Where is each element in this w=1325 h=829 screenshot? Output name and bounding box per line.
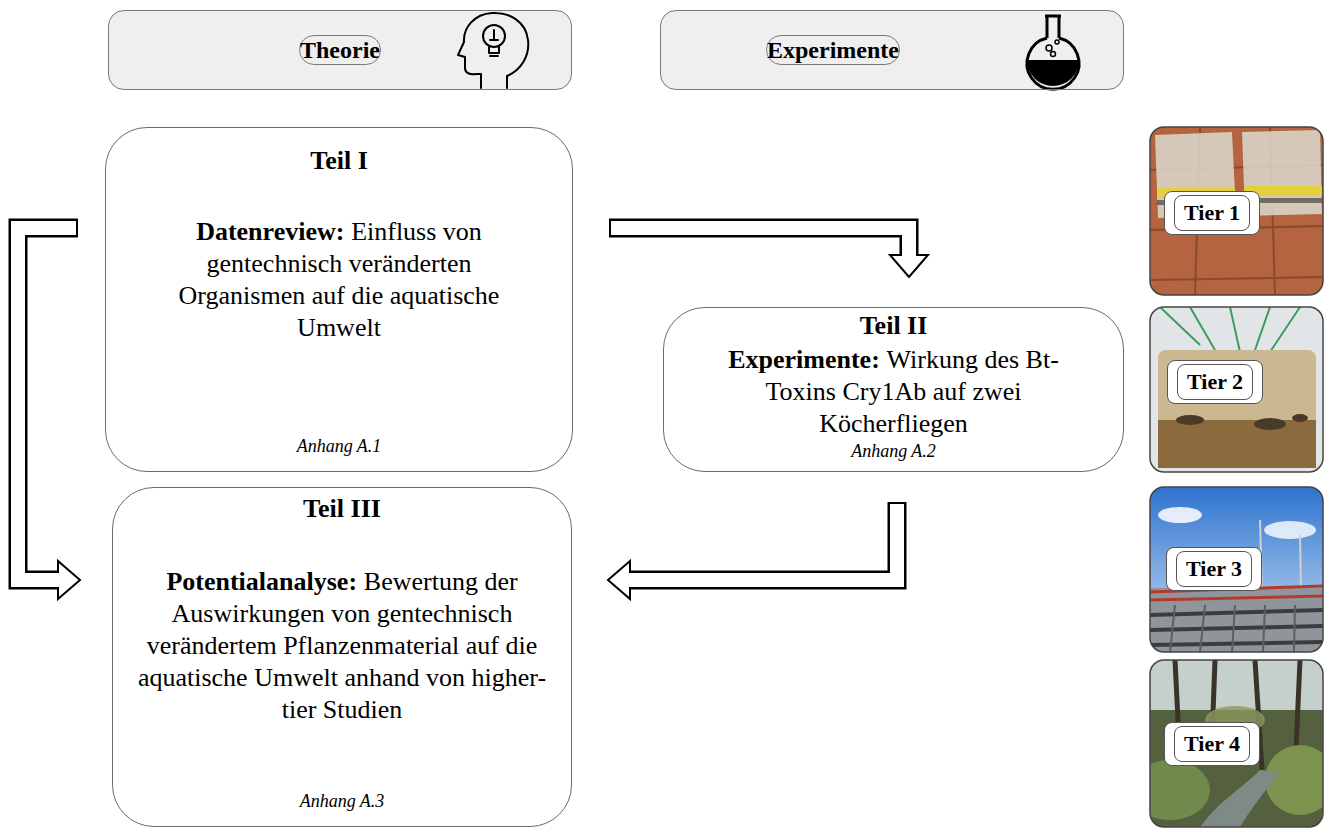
mesocosm-photo	[1150, 487, 1323, 652]
tier-label: Tier 2	[1167, 360, 1263, 404]
stream-photo	[1150, 760, 1210, 820]
description-paragraph: Experimente:Wirkung des Bt-Toxins Cry1Ab…	[699, 344, 1089, 440]
header-fill	[108, 10, 572, 90]
mesocosm-photo	[1260, 520, 1301, 590]
beaker-photo	[1158, 350, 1316, 468]
tier-text: Tier 2	[1177, 364, 1253, 400]
lab-photo	[1150, 127, 1323, 295]
beaker-photo	[1254, 418, 1286, 430]
section-header: Experimente	[660, 10, 1124, 90]
arrow-outline	[18, 228, 78, 580]
part-box: Teil I Datenreview:Einfluss von gentechni…	[105, 127, 573, 472]
flask-icon	[1027, 38, 1079, 89]
section-header: Theorie	[108, 10, 572, 90]
flask-icon	[1027, 16, 1079, 89]
photo-frame	[1150, 487, 1323, 652]
part-keyword: Experimente:	[728, 345, 880, 374]
tier-label: Tier 3	[1166, 547, 1262, 591]
head-bulb-icon	[483, 25, 505, 47]
mesocosm-photo	[1264, 521, 1316, 539]
mesocosm-photo	[1150, 610, 1323, 645]
head-bulb-icon	[458, 13, 528, 88]
mesocosm-photo	[1150, 487, 1323, 652]
header-text: Theorie	[299, 35, 381, 65]
tier-text: Tier 3	[1176, 551, 1252, 587]
beaker-photo	[1150, 307, 1323, 472]
arrow-fill	[611, 228, 909, 258]
part-keyword: Potentialanalyse:	[166, 567, 357, 596]
tier-text: Tier 4	[1174, 726, 1250, 762]
description-paragraph: Potentialanalyse:Bewertung der Auswirkun…	[122, 566, 562, 726]
part-title: Teil II	[860, 311, 928, 341]
lab-photo	[1150, 127, 1323, 295]
hollow-arrow	[18, 228, 80, 599]
part-keyword: Datenreview:	[196, 217, 344, 246]
arrow-outline	[630, 502, 897, 580]
beaker-photo	[1160, 307, 1300, 352]
flask-icon	[1055, 40, 1059, 44]
mesocosm-photo	[1170, 605, 1295, 652]
header-text: Experimente	[766, 35, 900, 65]
part-title: Teil I	[310, 146, 368, 176]
part-box: Teil IIExperimente:Wirkung des Bt-Toxins…	[663, 307, 1124, 472]
arrow-fill	[627, 504, 897, 580]
head-bulb-icon	[490, 30, 498, 40]
arrow-head	[58, 561, 80, 599]
head-bulb-icon	[489, 46, 499, 56]
header-fill	[660, 10, 1124, 90]
tier-label: Tier 4	[1164, 722, 1260, 766]
tier-text: Tier 1	[1174, 195, 1250, 231]
beaker-photo	[1176, 415, 1204, 425]
beaker-photo	[1158, 420, 1316, 468]
flask-icon	[1046, 45, 1052, 51]
stream-photo	[1150, 660, 1323, 827]
part-title: Teil III	[303, 494, 381, 524]
mesocosm-photo	[1158, 507, 1202, 523]
photo-frame	[1150, 660, 1323, 827]
appendix-note: Anhang A.3	[300, 790, 385, 812]
beaker-photo	[1292, 414, 1308, 422]
flask-icon	[1045, 16, 1061, 38]
appendix-note: Anhang A.1	[297, 435, 382, 457]
stream-photo	[1200, 770, 1280, 827]
tier-label: Tier 1	[1164, 191, 1260, 235]
hollow-arrow	[609, 228, 928, 277]
arrow-head	[608, 561, 630, 599]
part-box: Teil III Potentialanalyse:Bewertung der A…	[112, 487, 572, 827]
arrow-fill	[18, 228, 76, 580]
hollow-arrow	[608, 502, 897, 599]
photo-frame	[1150, 307, 1323, 472]
lab-photo	[1150, 127, 1323, 295]
arrow-head	[890, 255, 928, 277]
description-paragraph: Datenreview:Einfluss von gentechnisch ve…	[149, 216, 529, 344]
header-fill	[108, 10, 1124, 90]
appendix-note: Anhang A.2	[851, 440, 936, 462]
flask-icon	[1051, 52, 1056, 57]
beaker-photo	[1150, 307, 1323, 472]
head-bulb-icon	[458, 13, 528, 88]
photo-frame	[1150, 127, 1323, 295]
